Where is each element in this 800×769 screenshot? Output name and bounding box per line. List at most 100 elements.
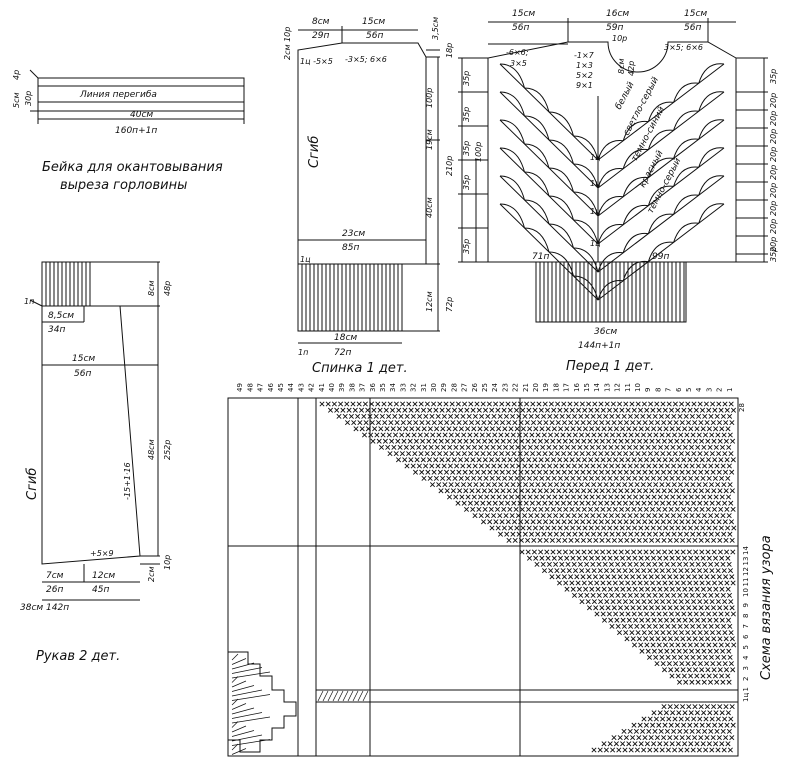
- chart-cross: [461, 500, 467, 506]
- chart-cross: [576, 555, 582, 561]
- chart-cross: [565, 413, 571, 419]
- chart-column-number: 46: [267, 383, 275, 392]
- chart-cross: [634, 531, 640, 537]
- chart-cross: [659, 747, 665, 753]
- chart-cross: [727, 482, 733, 488]
- chart-cross: [680, 704, 686, 710]
- chart-column-number: 41: [318, 383, 326, 392]
- chart-cross: [684, 432, 690, 438]
- chart-cross: [717, 488, 723, 494]
- chart-cross: [669, 642, 675, 648]
- chart-cross: [638, 642, 644, 648]
- chart-cross: [576, 525, 582, 531]
- chart-cross: [637, 407, 644, 413]
- chart-cross: [728, 716, 734, 722]
- chart-cross: [650, 457, 656, 463]
- chart-cross: [585, 568, 591, 574]
- chart-cross: [671, 463, 677, 469]
- chart-cross: [598, 451, 604, 457]
- chart-cross: [572, 568, 579, 574]
- chart-hatch-stroke: [231, 725, 247, 733]
- chart-cross: [649, 438, 655, 444]
- front-scallop: [573, 247, 599, 273]
- chart-cross: [505, 451, 511, 457]
- chart-cross: [662, 611, 668, 617]
- chart-hatch-stroke: [231, 721, 239, 728]
- chart-cross: [685, 630, 691, 636]
- back-bottom-cm: 18см: [334, 333, 357, 343]
- chart-cross: [608, 444, 614, 450]
- chart-cross: [660, 716, 666, 722]
- chart-cross: [631, 580, 637, 586]
- front-n2: 1×3: [576, 61, 593, 70]
- chart-cross: [569, 506, 575, 512]
- chart-cross: [526, 555, 533, 561]
- chart-cross: [488, 457, 495, 463]
- chart-cross: [705, 457, 712, 463]
- chart-cross: [727, 413, 733, 419]
- front-scallop: [673, 138, 699, 159]
- chart-cross: [443, 401, 449, 407]
- chart-cross: [677, 623, 683, 629]
- chart-cross: [600, 407, 606, 413]
- chart-cross: [458, 426, 464, 432]
- chart-cross: [646, 654, 653, 660]
- chart-cross: [630, 605, 636, 611]
- chart-cross: [590, 463, 596, 469]
- chart-cross: [669, 741, 675, 747]
- chart-cross: [715, 432, 721, 438]
- chart-cross: [639, 444, 645, 450]
- chart-cross: [654, 401, 660, 407]
- chart-cross: [693, 506, 699, 512]
- chart-cross: [541, 413, 547, 419]
- chart-cross: [489, 525, 495, 531]
- chart-cross: [436, 482, 442, 488]
- chart-cross: [709, 451, 715, 457]
- chart-cross: [561, 401, 567, 407]
- chart-cross: [454, 432, 461, 438]
- chart-cross: [704, 661, 710, 667]
- chart-cross: [564, 494, 570, 500]
- chart-cross: [667, 574, 673, 580]
- chart-hatch-band-stroke: [357, 690, 364, 702]
- chart-cross: [522, 482, 529, 488]
- chart-cross: [675, 555, 681, 561]
- chart-cross: [607, 525, 613, 531]
- sleeve-inc: -15+1·16: [123, 462, 132, 500]
- chart-cross: [516, 531, 522, 537]
- chart-cross: [687, 407, 693, 413]
- chart-cross: [594, 611, 600, 617]
- chart-cross: [590, 592, 596, 598]
- chart-cross: [698, 488, 704, 494]
- chart-cross: [626, 617, 632, 623]
- chart-cross: [632, 555, 638, 561]
- chart-row-label: 8: [742, 614, 750, 618]
- chart-column-number: 40: [328, 383, 336, 392]
- chart-cross: [592, 519, 598, 525]
- chart-cross: [711, 704, 717, 710]
- chart-cross: [675, 525, 681, 531]
- chart-cross: [560, 432, 566, 438]
- chart-hatch-stroke: [231, 698, 239, 706]
- chart-cross: [642, 574, 648, 580]
- chart-cross: [482, 438, 488, 444]
- chart-cross: [692, 605, 698, 611]
- chart-cross: [701, 561, 707, 567]
- chart-cross: [667, 420, 673, 426]
- chart-cross: [528, 531, 535, 537]
- chart-cross: [571, 444, 577, 450]
- chart-cross: [700, 555, 706, 561]
- chart-cross: [584, 531, 590, 537]
- front-dec-left-b: 3×5: [510, 59, 527, 68]
- chart-column-number: 7: [665, 388, 673, 392]
- chart-cross: [499, 420, 506, 426]
- chart-cross: [604, 451, 610, 457]
- chart-cross: [692, 420, 698, 426]
- chart-cross: [543, 488, 549, 494]
- chart-cross: [527, 494, 533, 500]
- sleeve-bottom-left-cm: 7см: [46, 571, 64, 581]
- chart-cross: [551, 475, 557, 481]
- chart-cross: [620, 494, 626, 500]
- chart-cross: [532, 506, 538, 512]
- chart-cross: [553, 513, 559, 519]
